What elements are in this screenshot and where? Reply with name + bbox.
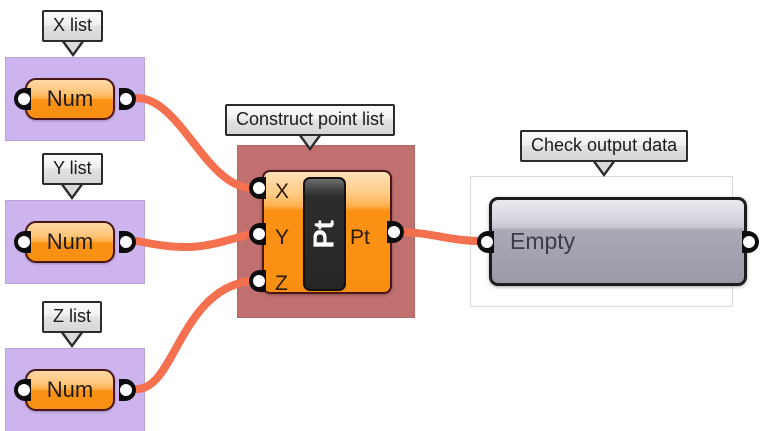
pt-input-label-y: Y: [275, 226, 290, 249]
callout-x-list: X list: [42, 10, 104, 57]
callout-x-list-label: X list: [53, 15, 93, 35]
callout-x-list-tail: [61, 41, 84, 57]
pt-z-input-grip[interactable]: [249, 270, 266, 292]
callout-check-output-data-body: Check output data: [520, 130, 689, 177]
callout-check-output-data-label: Check output data: [531, 135, 678, 155]
callout-x-list-body: X list: [42, 10, 104, 57]
panel-body[interactable]: Empty: [489, 197, 747, 286]
pt-output-label-pt: Pt: [350, 226, 370, 249]
num-x-capsule[interactable]: Num: [25, 78, 115, 120]
callout-y-list: Y list: [42, 153, 103, 200]
pt-input-label-z: Z: [275, 272, 288, 294]
pt-x-input-grip[interactable]: [249, 177, 266, 199]
callout-y-list-body: Y list: [42, 153, 103, 200]
num-x-label: Num: [46, 86, 94, 111]
point-icon-label: Pt: [308, 220, 340, 248]
num-y-input-grip[interactable]: [14, 231, 31, 253]
num-y-output-grip[interactable]: [119, 231, 136, 253]
callout-construct-point-list-label: Construct point list: [236, 109, 385, 129]
callout-y-list-tail: [61, 184, 84, 200]
construct-point-ports: X Y Z Pt: [264, 172, 390, 292]
panel-value: Empty: [510, 228, 576, 254]
point-icon: Pt: [303, 177, 346, 291]
num-y-capsule[interactable]: Num: [25, 221, 115, 263]
callout-check-output-data-tail: [593, 161, 616, 177]
construct-point-body[interactable]: X Y Z Pt Pt: [262, 170, 392, 294]
callout-construct-point-list-tail: [299, 135, 322, 151]
num-x-output-grip[interactable]: [119, 88, 136, 110]
pt-input-label-x: X: [275, 180, 290, 203]
callout-z-list-body: Z list: [42, 301, 102, 348]
callout-z-list: Z list: [42, 301, 102, 348]
pt-y-input-grip[interactable]: [249, 223, 266, 245]
panel-input-grip[interactable]: [477, 231, 494, 253]
wire-y-to-y: [133, 230, 254, 252]
num-z-input-grip[interactable]: [14, 379, 31, 401]
num-x-input-grip[interactable]: [14, 88, 31, 110]
callout-construct-point-list: Construct point list: [225, 104, 396, 151]
num-z-label: Num: [46, 377, 94, 402]
num-z-capsule[interactable]: Num: [25, 369, 115, 411]
callout-z-list-tail: [61, 332, 83, 348]
callout-y-list-label: Y list: [53, 158, 92, 178]
num-z-output-grip[interactable]: [119, 379, 136, 401]
callout-construct-point-list-body: Construct point list: [225, 104, 396, 151]
wire-z-to-z: [133, 277, 254, 393]
callout-check-output-data: Check output data: [520, 130, 689, 177]
callout-z-list-label: Z list: [53, 306, 91, 326]
panel-output-grip[interactable]: [742, 231, 759, 253]
num-y-label: Num: [46, 229, 94, 254]
